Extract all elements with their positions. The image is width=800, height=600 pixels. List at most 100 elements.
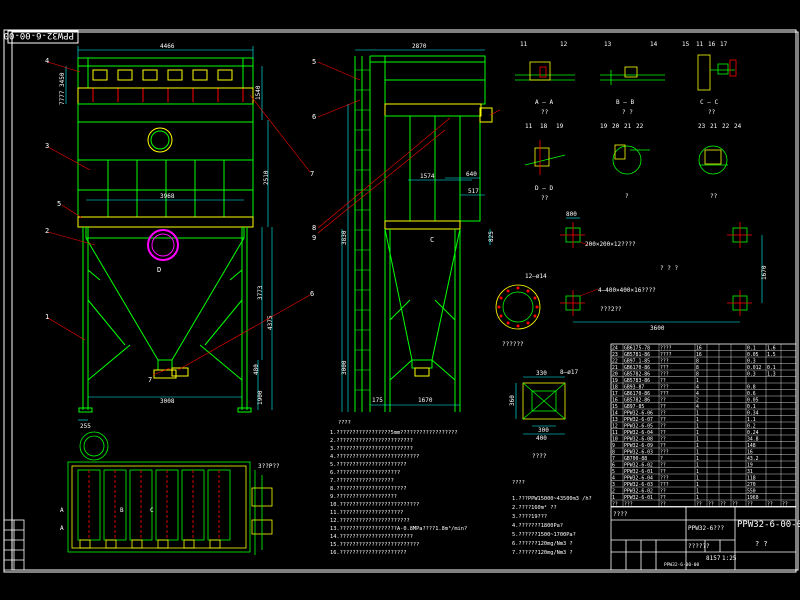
plan-side-note: 3??P?? <box>258 463 280 470</box>
parts-table-cell: ?? <box>660 430 666 436</box>
parts-table-cell: 0.6 <box>747 391 756 397</box>
flange-text: 12—ø14 ?????? <box>502 273 547 348</box>
parts-table-cell: 16 <box>747 449 753 455</box>
parts-table-cell: 1.3 <box>767 371 776 377</box>
parts-table-cell: 4 <box>696 384 699 390</box>
front-label-2: 2 <box>45 227 49 235</box>
dim-3968: 3968 <box>160 193 175 200</box>
section-aa <box>515 61 575 81</box>
parts-table-cell: PPW32-6-05 <box>624 423 653 429</box>
title-block-name: PPW32-6??? <box>688 525 725 532</box>
small-detail-dims <box>515 376 565 435</box>
front-label-5: 5 <box>57 200 61 208</box>
parts-table-cell: 148 <box>747 443 756 449</box>
parts-table-cell: 31 <box>747 469 753 475</box>
bb-num-14: 14 <box>650 41 658 48</box>
parts-table-cell: 16 <box>612 397 618 403</box>
parts-table-cell: 0.2 <box>747 423 756 429</box>
note-line: 6.???????????????????? <box>330 470 400 476</box>
section-aa-sub: ?? <box>541 109 549 116</box>
side-view-dimensions <box>341 49 491 412</box>
parts-table-cell: 15 <box>612 404 618 410</box>
parts-table-cell: 7 <box>612 456 615 462</box>
parts-table-cell: 5 <box>612 469 615 475</box>
f-num-24: 24 <box>734 123 742 130</box>
flange-detail <box>495 284 541 330</box>
parts-table-cell: GB6170-86 <box>624 391 650 397</box>
parts-table-cell: 16 <box>696 345 702 351</box>
parts-table-cell: 118 <box>747 475 756 481</box>
side-label-C: C <box>430 236 434 244</box>
note-line: 2.???????????????????????? <box>330 438 413 444</box>
foundation-hole-label: 4—400×400×16???? <box>598 287 656 294</box>
parts-table-cell: 23 <box>612 352 618 358</box>
parts-table-header: ?? <box>696 501 702 507</box>
flange-label: 12—ø14 <box>525 273 547 280</box>
parts-table-cell: 4 <box>696 391 699 397</box>
foundation-dimensions <box>566 217 763 323</box>
top-left-number-box: PPW32-6-00-00 <box>4 30 79 44</box>
parts-table-cell: 43.2 <box>747 456 759 462</box>
parts-table-cell: 20 <box>612 371 618 377</box>
parts-table-cell: GB700-88 <box>624 456 647 462</box>
parts-table-cell: 17 <box>612 391 618 397</box>
dim-1900: 1900 <box>257 390 264 405</box>
plan-view <box>67 431 273 555</box>
parts-table-cell: ??? <box>660 384 669 390</box>
parts-table-cell: 1 <box>696 378 699 384</box>
parts-table-cell: PPW32-6-03 <box>624 449 653 455</box>
parts-table-cell: 8 <box>696 365 699 371</box>
title-block <box>610 506 797 571</box>
front-label-7b: 7 <box>148 376 152 384</box>
parts-table-cell: 0.1 <box>747 345 756 351</box>
note-line: 9.??????????????????? <box>330 494 397 500</box>
small-detail-label: 8—ø17 <box>560 369 578 376</box>
parts-table-cell: PPW32-6-04 <box>624 430 653 436</box>
front-view-dimensions <box>65 46 273 421</box>
parts-table-cell: 24 <box>612 345 618 351</box>
side-dim-1574: 1574 <box>420 173 435 180</box>
parts-table-cell: ??? <box>660 482 669 488</box>
sections-labels: 11 12 A — A ?? 13 14 B — B ? ? 15 11 16 … <box>520 41 728 116</box>
parts-table-cell: ?? <box>660 417 666 423</box>
foundation-title: ? ? ? <box>660 265 678 272</box>
title-block-left-text: ???? <box>613 511 628 518</box>
section-cc-title: C — C <box>700 99 718 106</box>
parts-table-cell: ??? <box>660 475 669 481</box>
side-dim-825: 825 <box>488 231 495 242</box>
parts-table-cell: ??? <box>660 449 669 455</box>
parts-table-cell: 12 <box>612 423 618 429</box>
front-label-D: D <box>157 266 161 274</box>
side-dim-175: 175 <box>372 397 383 404</box>
small-detail-dim-300: 300 <box>538 427 549 434</box>
spec-line: 5.??????1500~1700Pa? <box>512 532 576 538</box>
plan-view-text: A B C A 3??P?? <box>60 463 280 532</box>
parts-table-cell: 0.05 <box>747 397 759 403</box>
parts-table-cell: ?? <box>660 397 666 403</box>
dim-3773: 3773 <box>257 285 264 300</box>
foundation-hole-sub: ???2?? <box>600 306 622 313</box>
plan-label-C: C <box>150 507 154 514</box>
parts-table-cell: PPW32-6-02 <box>624 462 653 468</box>
parts-table-cell: PPW32-6-03 <box>624 482 653 488</box>
foundation-dim-1670: 1670 <box>761 265 768 280</box>
e-num-20: 20 <box>612 123 620 130</box>
detail-dd <box>524 140 566 175</box>
parts-table-cell: 1 <box>696 488 699 494</box>
parts-table-cell: GB6175-78 <box>624 345 650 351</box>
parts-table-header: ?? <box>708 501 714 507</box>
parts-table-cell: ??? <box>660 358 669 364</box>
parts-table-cell: 270 <box>747 482 756 488</box>
foundation-plan <box>560 222 752 316</box>
cc-num-11: 11 <box>696 41 704 48</box>
e-num-21: 21 <box>624 123 632 130</box>
parts-table-cell: 0.3 <box>747 371 756 377</box>
note-line: 7.?????????????????? <box>330 478 394 484</box>
parts-table-cell: ?? <box>660 378 666 384</box>
parts-table-cell: PPW32-6-04 <box>624 475 653 481</box>
drawing-number-top: PPW32-6-00-00 <box>4 30 74 40</box>
note-line: 15.????????????????????????? <box>330 542 419 548</box>
parts-table-cell: 0.1 <box>747 404 756 410</box>
spec-line: 3.????19??? <box>512 514 547 520</box>
